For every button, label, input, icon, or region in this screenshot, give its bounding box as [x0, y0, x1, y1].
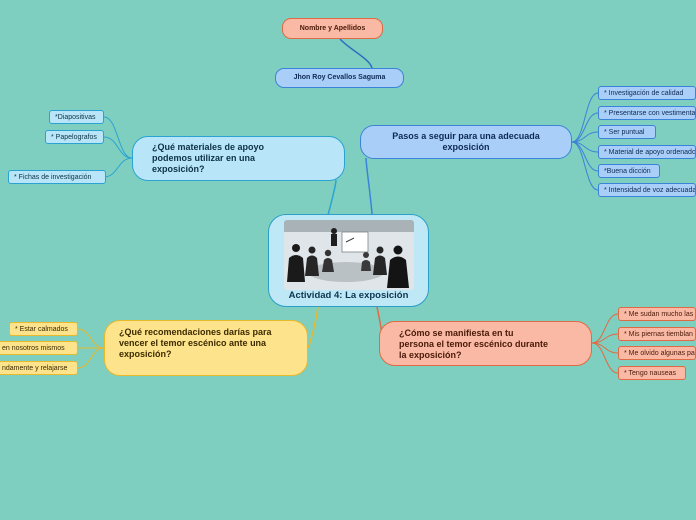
step-item[interactable]: * Presentarse con vestimenta: [598, 106, 696, 120]
connector-step-3: [571, 131, 599, 143]
central-topic-node[interactable]: Actividad 4: La exposición: [268, 214, 429, 307]
presentation-silhouettes-icon: [284, 220, 414, 290]
connector-step-6: [571, 141, 599, 191]
connector-center-recommendations: [307, 306, 319, 349]
branch-materials-title: ¿Qué materiales de apoyo podemos utiliza…: [152, 142, 265, 174]
step-item[interactable]: * Material de apoyo ordenado: [598, 145, 696, 159]
connector-rec-3: [77, 347, 105, 369]
branch-steps-title: Pasos a seguir para una adecuada exposic…: [392, 131, 540, 152]
step-item[interactable]: * Intensidad de voz adecuada: [598, 183, 696, 197]
student-name-node[interactable]: Jhon Roy Cevallos Saguma: [275, 68, 404, 88]
connector-center-steps: [365, 157, 373, 215]
step-item[interactable]: *Buena dicción: [598, 164, 660, 178]
connector-fear-4: [591, 342, 619, 374]
branch-steps-node[interactable]: Pasos a seguir para una adecuada exposic…: [360, 125, 572, 159]
connector-material-3: [103, 157, 133, 178]
central-topic-title: Actividad 4: La exposición: [288, 290, 409, 301]
branch-fear-node[interactable]: ¿Cómo se manifiesta en tu persona el tem…: [379, 321, 592, 366]
recommendation-item[interactable]: en nosotros mismos: [0, 341, 78, 355]
connector-rec-1: [77, 328, 105, 349]
material-item[interactable]: *Diapositivas: [49, 110, 104, 124]
connector-name-value: [339, 38, 373, 70]
step-item[interactable]: * Investigación de calidad: [598, 86, 696, 100]
connector-fear-1: [591, 313, 619, 344]
branch-fear-title: ¿Cómo se manifiesta en tu persona el tem…: [399, 328, 549, 360]
fear-item[interactable]: * Me sudan mucho las manos: [618, 307, 696, 321]
recommendation-item[interactable]: ndamente y relajarse: [0, 361, 78, 375]
fear-item[interactable]: * Tengo nauseas: [618, 366, 686, 380]
branch-materials-node[interactable]: ¿Qué materiales de apoyo podemos utiliza…: [132, 136, 345, 181]
recommendation-item[interactable]: * Estar calmados: [9, 322, 78, 336]
branch-recommendations-title: ¿Qué recomendaciones darías para vencer …: [119, 327, 272, 359]
material-item[interactable]: * Fichas de investigación: [8, 170, 106, 184]
fear-item[interactable]: * Mis piernas tiemblan: [618, 327, 696, 341]
connector-material-1: [103, 116, 133, 159]
step-item[interactable]: * Ser puntual: [598, 125, 656, 139]
connector-step-2: [571, 112, 599, 143]
connector-step-1: [571, 92, 599, 143]
presentation-image: [284, 220, 414, 290]
fear-item[interactable]: * Me olvido algunas palabras: [618, 346, 696, 360]
name-label-node[interactable]: Nombre y Apellidos: [282, 18, 383, 39]
branch-recommendations-node[interactable]: ¿Qué recomendaciones darías para vencer …: [104, 320, 308, 376]
material-item[interactable]: * Papelografos: [45, 130, 104, 144]
connector-center-materials: [327, 179, 337, 216]
connector-material-2: [103, 136, 133, 159]
